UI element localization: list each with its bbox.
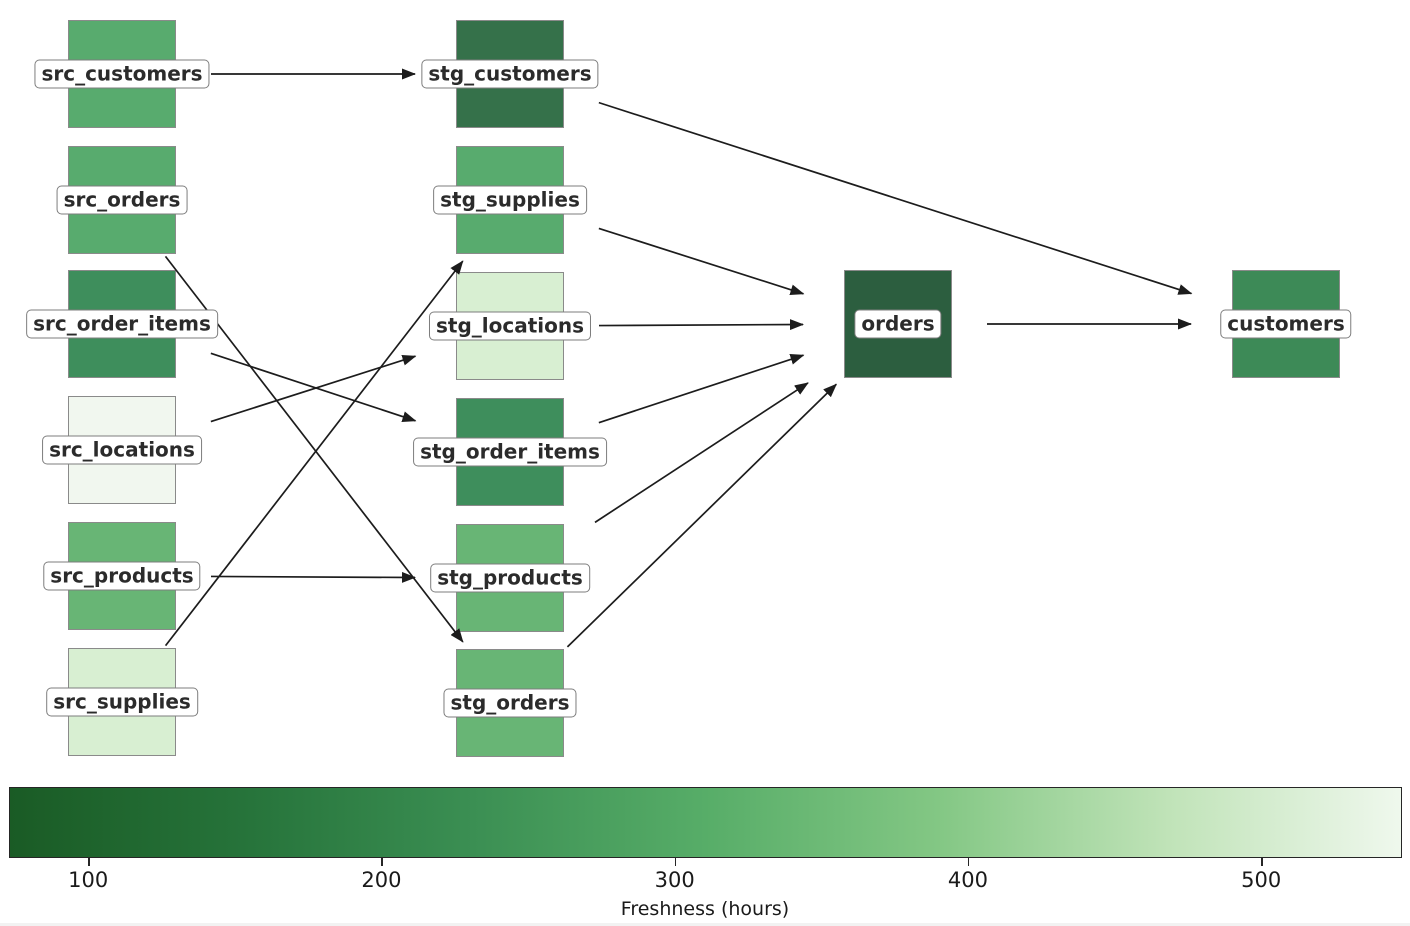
colorbar-tick — [1261, 858, 1263, 866]
edge-src_order_items-to-stg_order_items — [210, 352, 417, 422]
figure-bottom-strip — [0, 923, 1410, 926]
node-label-src_orders: src_orders — [56, 185, 188, 215]
colorbar-tick — [674, 858, 677, 866]
colorbar-tick-label: 200 — [361, 868, 402, 892]
edge-stg_supplies-to-orders — [598, 227, 805, 296]
node-label-customers: customers — [1220, 309, 1352, 339]
node-label-src_order_items: src_order_items — [26, 309, 218, 339]
edge-stg_orders-to-orders — [566, 383, 837, 648]
edge-src_products-to-stg_products — [210, 571, 417, 583]
colorbar-tick-label: 100 — [68, 868, 109, 892]
colorbar-tick — [88, 858, 90, 866]
node-label-stg_supplies: stg_supplies — [433, 185, 587, 215]
node-label-src_customers: src_customers — [34, 59, 210, 89]
node-label-src_locations: src_locations — [42, 435, 202, 465]
edge-src_locations-to-stg_locations — [210, 354, 417, 423]
edge-stg_order_items-to-orders — [598, 354, 805, 424]
colorbar-tick — [967, 858, 970, 866]
node-label-src_products: src_products — [43, 561, 201, 591]
colorbar-tick — [381, 858, 383, 866]
colorbar-tick-label: 400 — [947, 868, 989, 892]
edge-stg_products-to-orders — [594, 382, 809, 524]
edge-layer — [164, 68, 1193, 648]
edge-src_supplies-to-stg_supplies — [164, 260, 464, 647]
edge-stg_customers-to-customers — [598, 101, 1193, 295]
colorbar-axis-label: Freshness (hours) — [620, 898, 790, 920]
node-label-stg_locations: stg_locations — [428, 311, 592, 341]
node-label-orders: orders — [854, 309, 942, 339]
node-label-stg_order_items: stg_order_items — [413, 437, 607, 467]
freshness-colorbar — [9, 787, 1402, 858]
node-label-stg_customers: stg_customers — [421, 59, 599, 89]
node-label-stg_products: stg_products — [430, 563, 590, 593]
node-label-stg_orders: stg_orders — [443, 688, 577, 718]
edge-stg_locations-to-orders — [598, 319, 805, 331]
node-label-src_supplies: src_supplies — [46, 687, 198, 717]
colorbar-tick-label: 300 — [654, 868, 695, 892]
colorbar-tick-label: 500 — [1241, 868, 1282, 892]
